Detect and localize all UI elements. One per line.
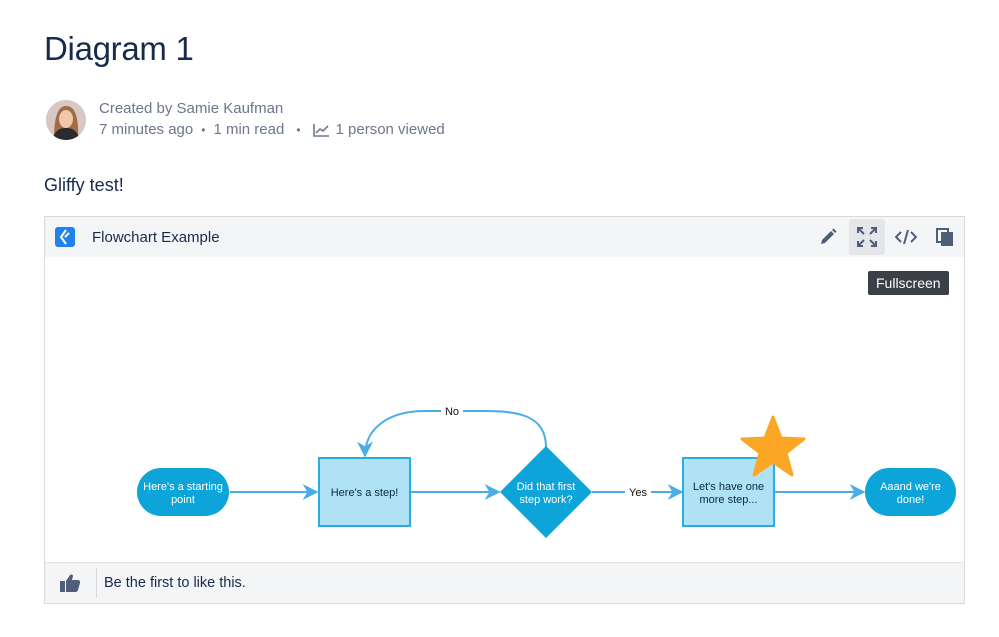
node-start-label-line1: Here's a starting bbox=[143, 481, 223, 493]
yes-label-bg bbox=[625, 484, 651, 500]
edit-button[interactable] bbox=[810, 219, 846, 255]
view-count[interactable]: 1 person viewed bbox=[335, 121, 445, 138]
code-icon bbox=[895, 229, 917, 245]
fullscreen-tooltip: Fullscreen bbox=[868, 271, 949, 295]
macro-footer: Be the first to like this. bbox=[45, 562, 964, 603]
copy-button[interactable] bbox=[927, 219, 963, 255]
node-end-label-line2: done! bbox=[897, 494, 925, 506]
footer-separator bbox=[96, 568, 97, 598]
avatar[interactable] bbox=[46, 100, 86, 140]
read-time: 1 min read bbox=[213, 121, 285, 138]
copy-icon bbox=[936, 228, 953, 246]
separator-dot: • bbox=[296, 122, 301, 137]
node-start[interactable] bbox=[137, 468, 229, 516]
analytics-icon bbox=[312, 123, 329, 137]
page-meta: 7 minutes ago • 1 min read • 1 person vi… bbox=[99, 121, 445, 138]
byline: Created by Samie Kaufman 7 minutes ago •… bbox=[46, 100, 646, 144]
like-status-text: Be the first to like this. bbox=[104, 575, 246, 591]
node-end-label-line1: Aaand we're bbox=[880, 481, 941, 493]
macro-header: Flowchart Example bbox=[45, 217, 964, 257]
thumbs-up-icon bbox=[60, 574, 81, 592]
page-title: Diagram 1 bbox=[44, 30, 194, 67]
embed-button[interactable] bbox=[888, 219, 924, 255]
pencil-icon bbox=[821, 228, 837, 244]
node-decision-label-line1: Did that first bbox=[517, 481, 576, 493]
created-by[interactable]: Created by Samie Kaufman bbox=[99, 100, 284, 117]
node-decision-label-line2: step work? bbox=[519, 494, 572, 506]
gliffy-macro: Flowchart Example bbox=[44, 216, 965, 604]
node-decision[interactable] bbox=[500, 446, 592, 538]
edge-label-yes: Yes bbox=[629, 487, 647, 499]
diagram-canvas[interactable]: No Yes Here's a starting point Here's a … bbox=[45, 257, 964, 562]
node-step2-label-line1: Let's have one bbox=[693, 481, 764, 493]
star-icon bbox=[740, 415, 806, 477]
fullscreen-icon bbox=[857, 227, 877, 247]
node-step-label: Here's a step! bbox=[331, 487, 399, 499]
separator-dot: • bbox=[201, 122, 206, 137]
edge-label-no: No bbox=[445, 406, 459, 418]
diagram-title: Flowchart Example bbox=[92, 229, 220, 246]
time-ago[interactable]: 7 minutes ago bbox=[99, 121, 194, 138]
node-step2-label-line2: more step... bbox=[699, 494, 757, 506]
node-end[interactable] bbox=[865, 468, 956, 516]
fullscreen-button[interactable] bbox=[849, 219, 885, 255]
like-button[interactable] bbox=[55, 569, 85, 597]
page-body-text: Gliffy test! bbox=[44, 175, 124, 195]
node-step[interactable] bbox=[318, 457, 411, 527]
no-label-bg bbox=[441, 402, 463, 418]
node-start-label-line2: point bbox=[171, 494, 195, 506]
gliffy-logo-icon bbox=[55, 227, 75, 247]
